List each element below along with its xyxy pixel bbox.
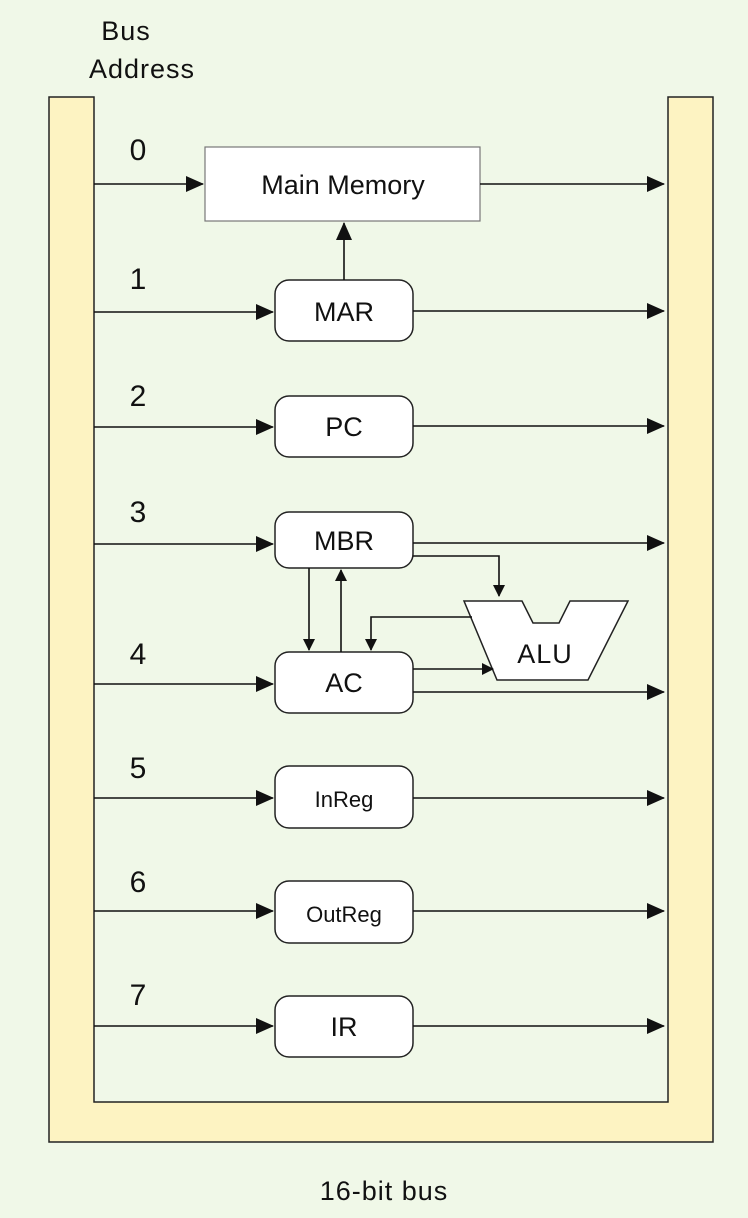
address-7: 7: [130, 979, 147, 1012]
alu-to-ac-arrow: [365, 616, 472, 651]
inreg-label: InReg: [315, 787, 374, 812]
bus-frame: [48, 96, 714, 1143]
mbr-label: MBR: [314, 526, 374, 556]
registers: [274, 279, 414, 1058]
bus-header-line2: Address: [89, 54, 195, 84]
mbr-to-alu-arrow: [413, 555, 505, 597]
ir-label: IR: [331, 1012, 358, 1042]
ac-box: [274, 651, 414, 714]
data-paths: [94, 176, 665, 1034]
address-labels: 0 1 2 3 4 5 6 7: [130, 134, 147, 1012]
address-2: 2: [130, 380, 147, 413]
address-6: 6: [130, 866, 147, 899]
address-4: 4: [130, 638, 147, 671]
mbr-box: [274, 511, 414, 569]
address-1: 1: [130, 263, 147, 296]
bus-footer-label: 16-bit bus: [320, 1176, 449, 1206]
outreg-label: OutReg: [306, 902, 382, 927]
pc-label: PC: [325, 412, 363, 442]
inreg-box: [274, 765, 414, 829]
address-3: 3: [130, 496, 147, 529]
alu-shape: [462, 600, 630, 681]
ac-label: AC: [325, 668, 363, 698]
main-memory-label: Main Memory: [261, 170, 425, 200]
address-0: 0: [130, 134, 147, 167]
mar-label: MAR: [314, 297, 374, 327]
outreg-box: [274, 880, 414, 944]
bus-header-line1: Bus: [101, 16, 151, 46]
main-memory-box: [204, 146, 481, 222]
alu-label: ALU: [517, 639, 573, 669]
address-5: 5: [130, 752, 147, 785]
